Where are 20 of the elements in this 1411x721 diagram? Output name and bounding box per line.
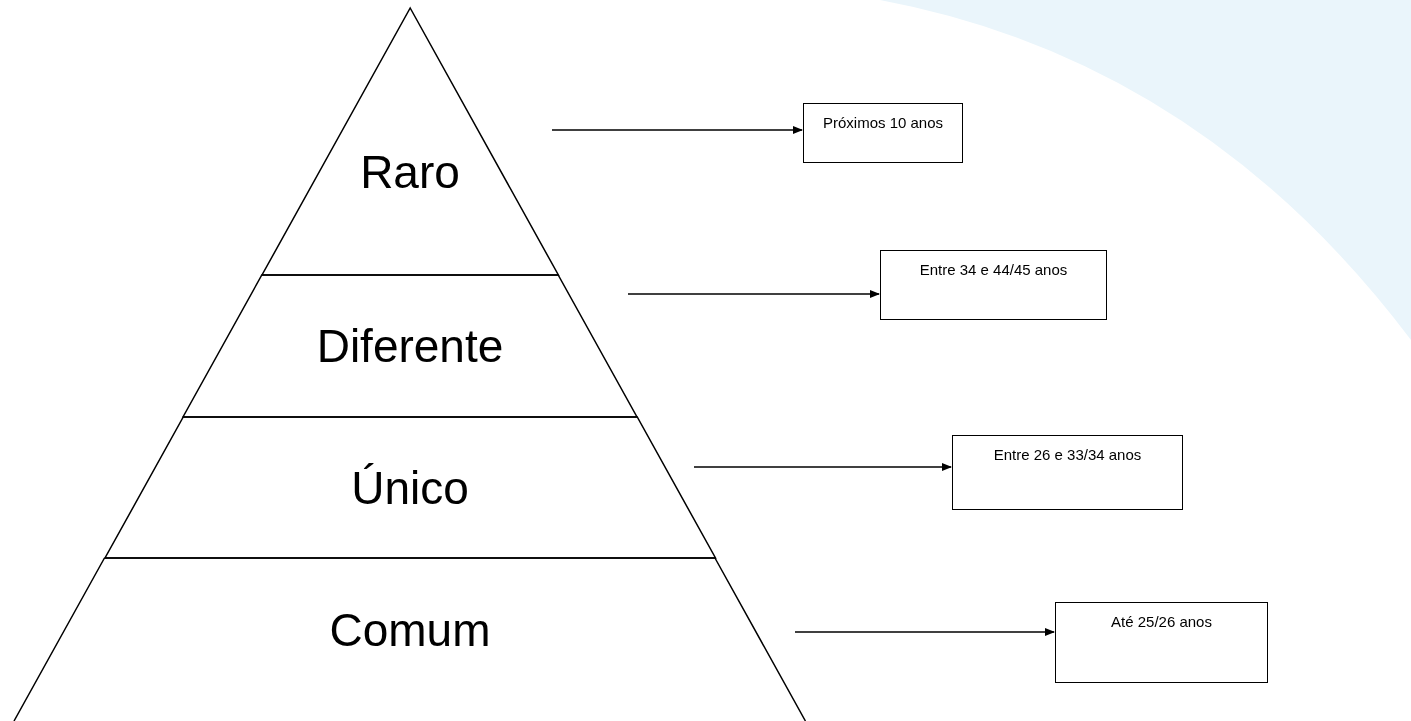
arrow: [627, 290, 880, 298]
age-label: Entre 34 e 44/45 anos: [919, 261, 1068, 278]
pyramid-level: [104, 417, 716, 558]
age-label: Próximos 10 anos: [822, 114, 944, 131]
level-label: Único: [351, 460, 469, 515]
arrow: [794, 628, 1055, 636]
level-label: Raro: [360, 144, 460, 199]
age-label: Entre 26 e 33/34 anos: [993, 446, 1142, 463]
level-label: Diferente: [316, 319, 504, 373]
arrow: [551, 126, 803, 134]
age-box: [952, 435, 1183, 510]
age-box: [803, 103, 963, 163]
age-box: [1055, 602, 1268, 683]
level-label: Comum: [329, 602, 491, 657]
arrow: [693, 463, 952, 471]
age-label: Até 25/26 anos: [1111, 613, 1212, 630]
pyramid-level: [183, 275, 637, 417]
age-box: [880, 250, 1107, 320]
pyramid-level: [261, 8, 559, 275]
pyramid-level: [14, 558, 806, 721]
